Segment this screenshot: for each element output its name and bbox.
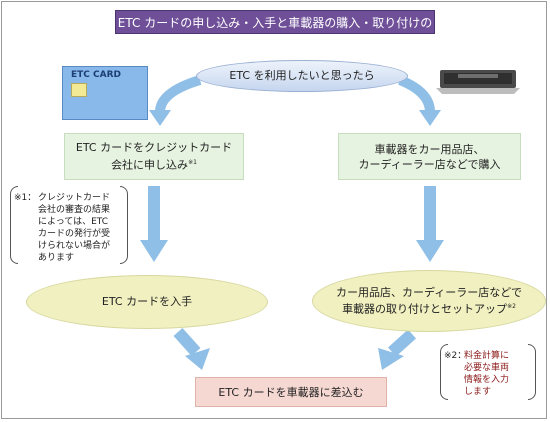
onboard-unit-illustration xyxy=(436,70,520,94)
step-card-application-line1: ETC カードをクレジットカード xyxy=(75,141,233,155)
arrow-install-to-insert-head xyxy=(378,348,404,370)
step-device-purchase-line2: カーディーラー店などで購入 xyxy=(358,157,501,171)
arrow-receive-to-insert-shaft xyxy=(173,327,201,357)
arrow-card-application-to-receive-head xyxy=(140,240,168,262)
step-device-install: カー用品店、カーディーラー店などで 車載器の取り付けとセットアップ※2 xyxy=(312,270,546,332)
arrow-receive-to-insert-head xyxy=(185,348,210,370)
note-1: ※1： クレジットカード 会社の審査の結果 によっては、ETC カードの発行が受… xyxy=(10,186,128,264)
arrow-card-application-to-receive-shaft xyxy=(148,186,160,240)
note-1-body: クレジットカード 会社の審査の結果 によっては、ETC カードの発行が受 けられ… xyxy=(38,192,126,264)
note-1-line: けられない場合が xyxy=(38,241,111,251)
arrow-device-purchase-to-install-head xyxy=(416,240,444,262)
footnote-marker-2: ※2 xyxy=(507,302,516,310)
arrow-install-to-insert-shaft xyxy=(387,329,417,357)
step-device-install-line2: 車載器の取り付けとセットアップ xyxy=(342,302,508,316)
arrow-device-purchase-to-install-shaft xyxy=(424,186,436,240)
start-node: ETC を利用したいと思ったら xyxy=(196,60,408,92)
note-2-line: 必要な車両 xyxy=(464,363,510,373)
note-1-line: カードの発行が受 xyxy=(38,229,111,239)
arrow-start-to-card-application xyxy=(155,75,202,113)
note-2-line: 料金計算に xyxy=(464,351,510,361)
footnote-marker-1: ※1 xyxy=(188,159,197,167)
page-title: ETC カードの申し込み・入手と車載器の購入・取り付けのフロー xyxy=(115,10,435,54)
arrow-head-start-to-device-purchase xyxy=(419,110,441,126)
step-device-purchase: 車載器をカー用品店、 カーディーラー店などで購入 xyxy=(338,133,521,180)
arrow-start-to-device-purchase xyxy=(398,75,435,113)
etc-card-illustration: ETC CARD xyxy=(62,66,148,120)
arrow-head-start-to-card-application xyxy=(149,110,171,126)
etc-card-label: ETC CARD xyxy=(71,70,121,80)
note-2-mark: ※2： xyxy=(444,351,467,361)
step-device-purchase-line1: 車載器をカー用品店、 xyxy=(374,142,485,156)
final-step-insert-card: ETC カードを車載器に差込む xyxy=(195,377,387,407)
note-2-line: します xyxy=(464,387,492,397)
note-1-line: 会社の審査の結果 xyxy=(38,205,111,215)
note-1-line: あります xyxy=(38,253,75,263)
step-card-application: ETC カードをクレジットカード 会社に申し込み※1 xyxy=(64,133,244,180)
note-1-line: クレジットカード xyxy=(38,193,111,203)
note-2-line: 情報を入力 xyxy=(464,375,510,385)
note-2-body: 料金計算に 必要な車両 情報を入力 します xyxy=(464,350,534,398)
step-card-receive: ETC カードを入手 xyxy=(26,275,268,329)
step-device-install-line1: カー用品店、カーディーラー店などで xyxy=(335,285,522,299)
note-1-line: によっては、ETC xyxy=(38,217,109,227)
step-card-application-line2: 会社に申し込み xyxy=(111,158,189,172)
note-1-mark: ※1： xyxy=(14,193,37,203)
note-2: ※2： 料金計算に 必要な車両 情報を入力 します xyxy=(440,344,536,400)
card-chip xyxy=(71,83,87,97)
